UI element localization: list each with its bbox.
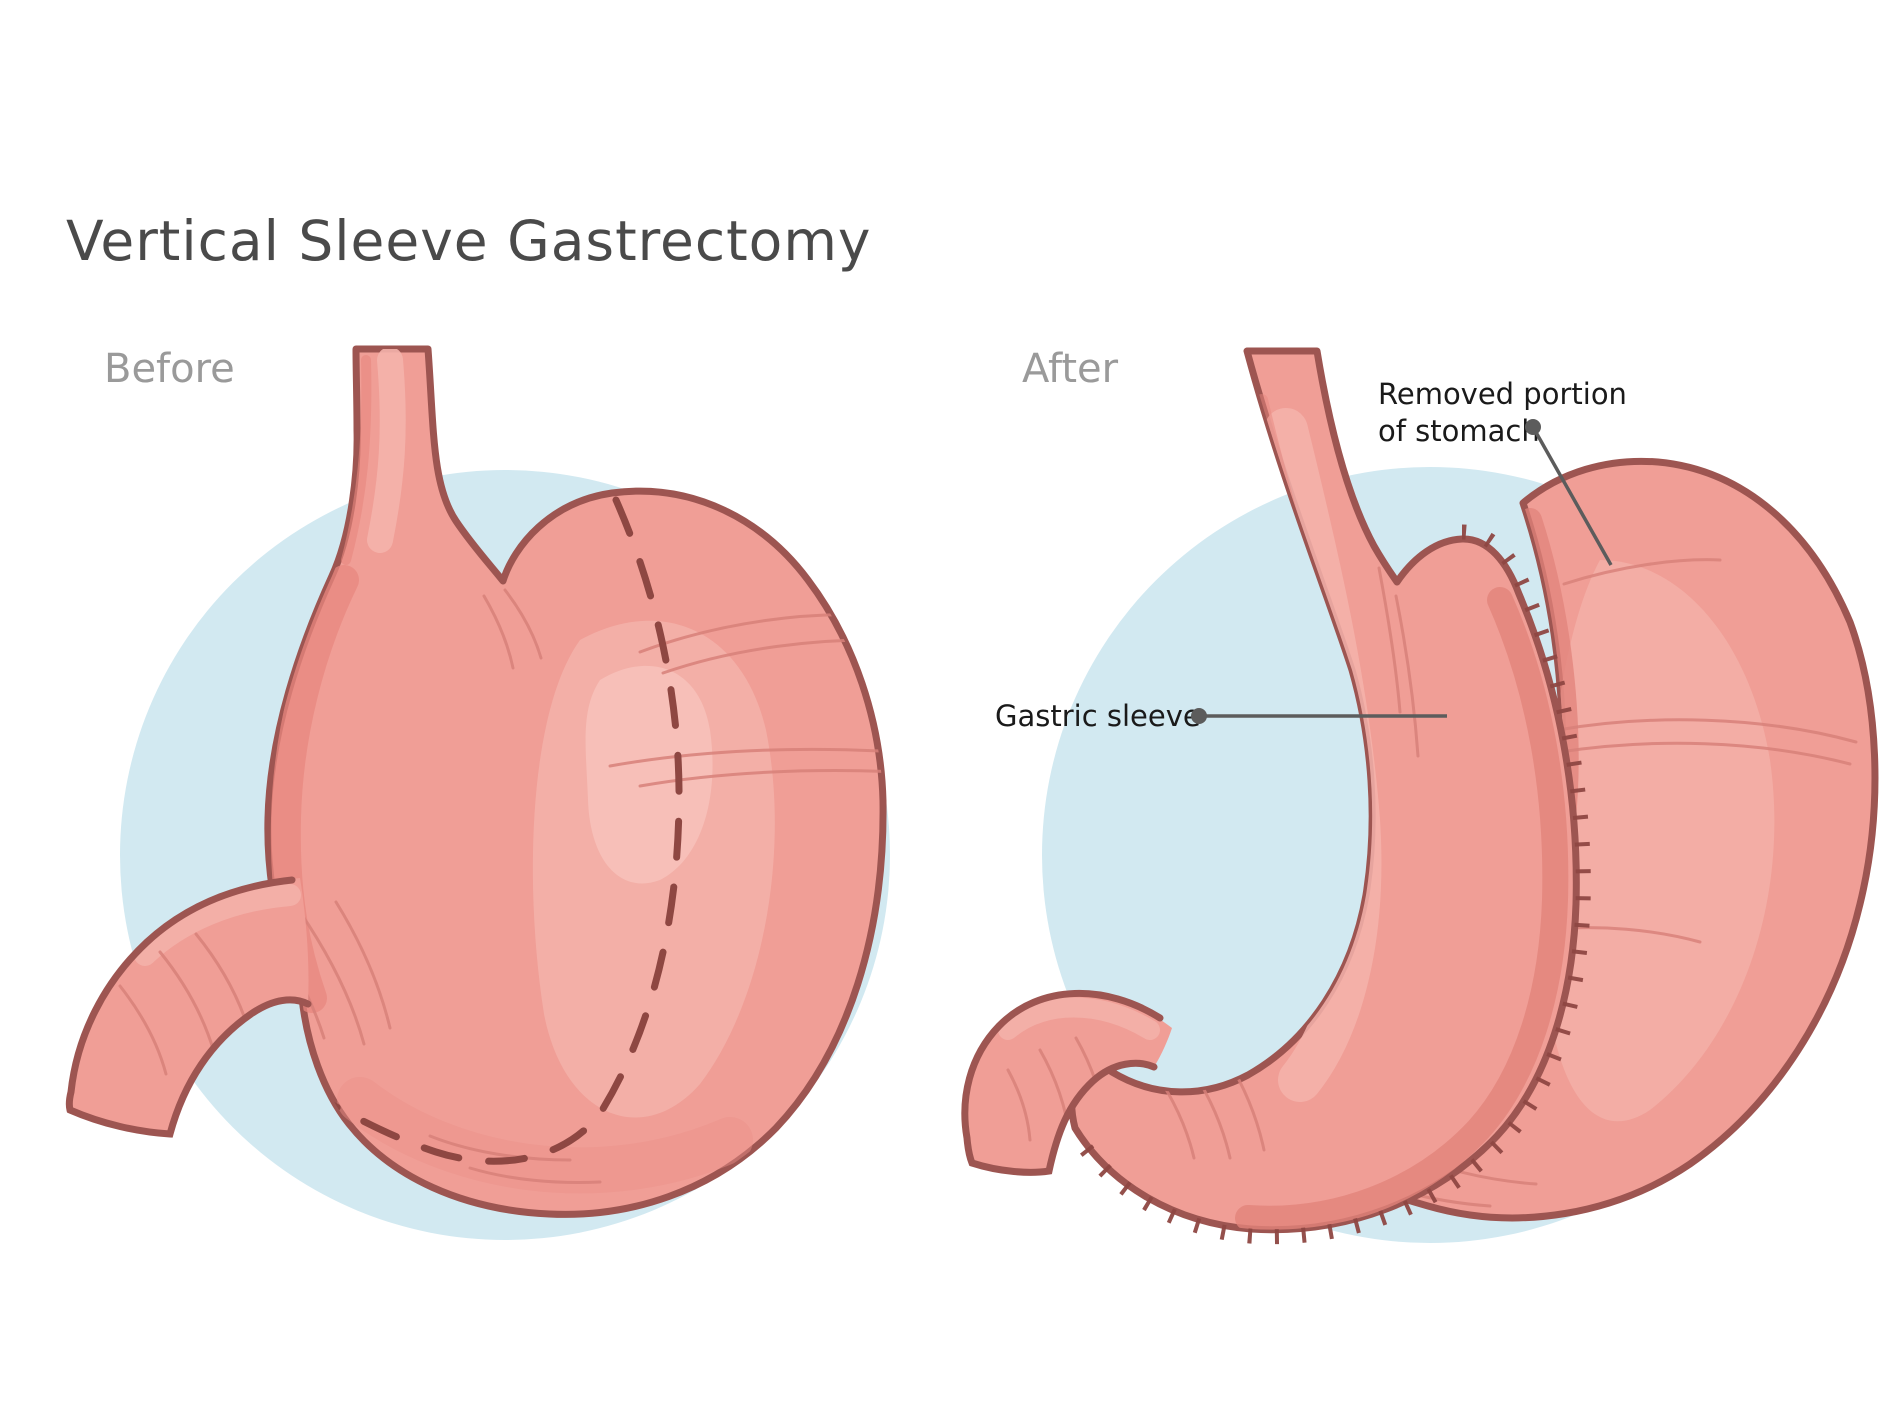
gastric-sleeve-annotation: Gastric sleeve xyxy=(995,699,1447,733)
before-panel: Before xyxy=(65,345,890,1240)
removed-portion-label-line2: of stomach xyxy=(1378,414,1540,448)
removed-portion-leader-line xyxy=(1531,426,1613,566)
after-duodenum-outline xyxy=(961,990,1164,1176)
before-duodenum-outline xyxy=(65,876,312,1138)
before-resection-dashed-line xyxy=(318,496,683,1165)
before-label: Before xyxy=(104,346,235,392)
before-bottom-shadow-band xyxy=(337,1077,753,1194)
sleeve-staple-shadow-band xyxy=(1235,587,1569,1230)
page-title: Vertical Sleeve Gastrectomy xyxy=(66,209,871,273)
gastric-sleeve-label: Gastric sleeve xyxy=(995,699,1201,733)
removed-portion-label-line1: Removed portion xyxy=(1378,377,1627,411)
before-duodenum-highlight xyxy=(134,884,301,966)
removed-portion-leader-dot xyxy=(1525,419,1541,435)
after-panel: After xyxy=(961,346,1879,1245)
before-esophagus-highlight xyxy=(367,349,406,553)
before-esophagus-shadow xyxy=(341,355,372,565)
gastric-sleeve-leader-dot xyxy=(1191,708,1207,724)
staple-line-ticks xyxy=(1071,524,1591,1245)
after-duodenum-fill xyxy=(964,994,1172,1173)
after-duodenum-highlight xyxy=(998,997,1160,1040)
after-label: After xyxy=(1022,346,1119,392)
removed-portion-highlight xyxy=(1544,560,1775,1122)
before-duodenum-fill xyxy=(69,878,309,1134)
removed-portion-annotation: Removed portion of stomach xyxy=(1378,377,1627,566)
